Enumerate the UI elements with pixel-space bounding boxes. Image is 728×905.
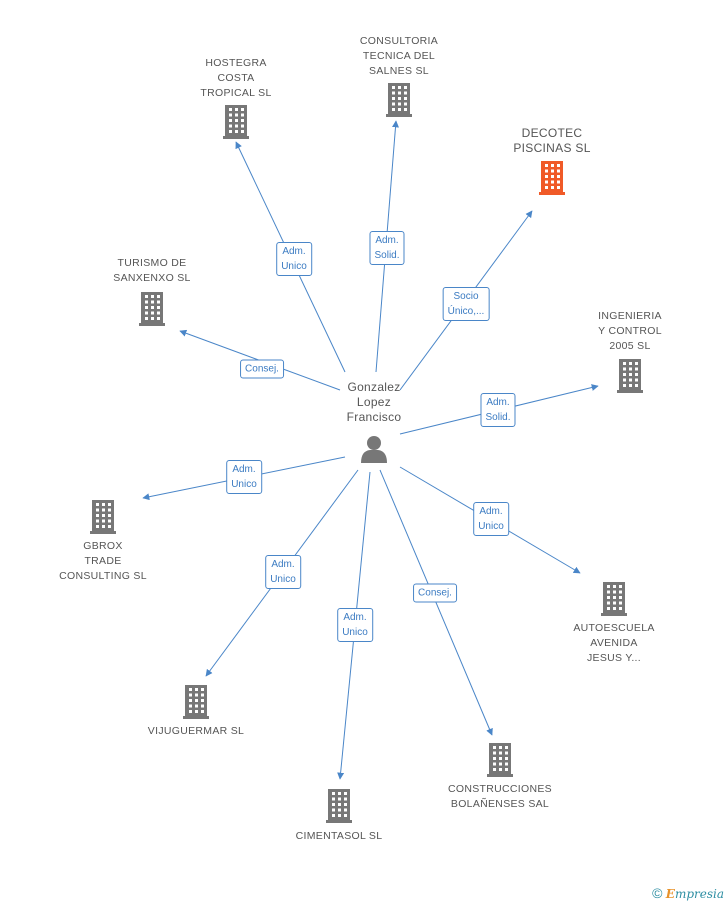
edge-label-hostegra[interactable]: Adm. Unico [276,242,312,276]
building-icon[interactable] [223,105,249,139]
edge-label-cimentasol[interactable]: Adm. Unico [337,608,373,642]
edge-label-consultoria[interactable]: Adm. Solid. [369,231,405,265]
building-icon[interactable] [539,161,565,195]
company-name-consultoria[interactable]: CONSULTORIA TECNICA DEL SALNES SL [359,35,439,77]
person-name[interactable]: Gonzalez Lopez Francisco [346,380,402,424]
icons-layer [90,83,643,823]
building-icon[interactable] [617,359,643,393]
building-icon[interactable] [139,292,165,326]
edge-label-construcciones[interactable]: Consej. [413,583,457,603]
brand-logo: Empresia [665,887,724,901]
edge-label-vijuguermar[interactable]: Adm. Unico [265,555,301,589]
building-icon[interactable] [487,743,513,777]
company-name-turismo[interactable]: TURISMO DE SANXENXO SL [113,257,191,284]
company-name-decotec[interactable]: DECOTEC PISCINAS SL [513,126,591,155]
footer-brand[interactable]: © Empresia [652,885,724,901]
edge-construcciones [379,469,493,736]
building-icon[interactable] [183,685,209,719]
building-icon[interactable] [326,789,352,823]
company-name-gbrox[interactable]: GBROX TRADE CONSULTING SL [59,540,147,582]
person-icon[interactable] [361,436,387,463]
edge-label-turismo[interactable]: Consej. [240,359,284,379]
company-name-hostegra[interactable]: HOSTEGRA COSTA TROPICAL SL [200,57,272,99]
building-icon[interactable] [601,582,627,616]
copyright-symbol: © [652,885,663,901]
building-icon[interactable] [386,83,412,117]
company-name-construcciones[interactable]: CONSTRUCCIONES BOLAÑENSES SAL [448,783,552,810]
edge-label-decotec[interactable]: Socio Único,... [442,287,490,321]
company-name-cimentasol[interactable]: CIMENTASOL SL [295,830,383,842]
building-icon[interactable] [90,500,116,534]
edge-label-ingenieria[interactable]: Adm. Solid. [480,393,516,427]
edge-label-autoescuela[interactable]: Adm. Unico [473,502,509,536]
company-name-ingenieria[interactable]: INGENIERIA Y CONTROL 2005 SL [598,310,662,352]
company-name-vijuguermar[interactable]: VIJUGUERMAR SL [147,725,245,737]
edge-label-gbrox[interactable]: Adm. Unico [226,460,262,494]
company-name-autoescuela[interactable]: AUTOESCUELA AVENIDA JESUS Y... [573,622,655,664]
